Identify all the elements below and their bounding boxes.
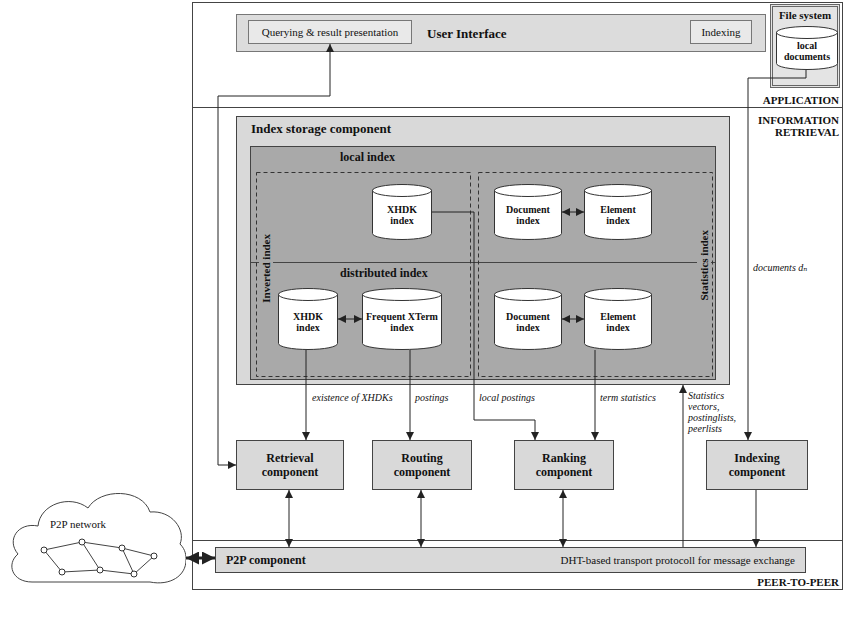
network-cloud: P2P network: [4, 478, 186, 592]
network-peer-dots: [41, 539, 157, 577]
storage-cylinder: Element index: [584, 288, 652, 350]
function-box: Querying & result presentation: [248, 20, 412, 44]
connector-arrow: [683, 385, 684, 547]
storage-cylinder: Document index: [494, 184, 562, 240]
connector-arrow: [562, 319, 584, 320]
cylinder-top: [363, 289, 442, 301]
cylinder-top: [777, 27, 838, 39]
cylinder-body: [363, 294, 442, 350]
component-box: Retrieval component: [236, 440, 344, 490]
connector-arrow: [432, 212, 535, 440]
cloud-outline: [4, 478, 186, 592]
storage-cylinder: XHDK index: [278, 288, 338, 350]
cylinder-top: [495, 289, 562, 301]
label-anchor: documents dₙ: [753, 262, 807, 273]
cylinder-body: [373, 190, 432, 240]
group-label: Inverted index: [259, 232, 273, 305]
connector-arrow: [306, 350, 307, 440]
group-label: Statistics index: [697, 228, 711, 303]
edge-label: existence of XHDKs: [312, 392, 393, 403]
node-label: XHDK index: [282, 311, 334, 333]
label-anchor: Statistics vectors, postinglists, peerli…: [688, 390, 742, 434]
connector-arrow: [562, 212, 584, 213]
connector-arrow: [595, 350, 596, 440]
index-group: distributed indexXHDK index Frequent XTer…: [250, 262, 716, 380]
connector-arrow: [410, 350, 411, 440]
node-label: PEER-TO-PEER: [757, 576, 839, 588]
edge-label: term statistics: [600, 392, 656, 403]
node-label: Document index: [498, 311, 558, 333]
node-label: P2P component: [226, 554, 306, 567]
label-anchor: Statistics index: [697, 228, 711, 303]
edge-label: postings: [415, 392, 448, 403]
cloud-shape: [12, 493, 186, 582]
node-label: User Interface: [427, 26, 507, 41]
dashed-group-outline: [257, 173, 471, 377]
cylinder-top: [495, 185, 562, 197]
storage-cylinder: Frequent XTerm index: [362, 288, 442, 350]
node-label: Element index: [588, 204, 648, 226]
node-caption: DHT-based transport protocoll for messag…: [561, 554, 796, 567]
node-label: INFORMATION RETRIEVAL: [751, 114, 839, 138]
node-label: P2P network: [50, 518, 106, 531]
node-label: Index storage component: [251, 121, 391, 136]
cylinder-body: [585, 294, 652, 349]
connector-arrow: [563, 490, 564, 547]
node-label: Retrieval component: [241, 451, 339, 479]
cylinder-body: [279, 294, 338, 350]
connector-arrow: [338, 319, 362, 320]
node-label: Routing component: [377, 451, 467, 479]
connector-arrow: [421, 490, 422, 547]
component-box: Routing component: [372, 440, 472, 490]
cylinder-top: [373, 185, 432, 197]
edge-label: documents dₙ: [753, 262, 807, 273]
node-label: File system: [779, 9, 831, 22]
layer-band: PEER-TO-PEER P2P component DHT-based trans…: [192, 540, 843, 590]
cylinder-top: [279, 289, 338, 301]
node-label: Document index: [498, 204, 558, 226]
node-label: Frequent XTerm index: [366, 311, 438, 333]
component-box: P2P component DHT-based transport protoco…: [215, 547, 806, 573]
label-anchor: postings: [415, 392, 448, 403]
node-label: Querying & result presentation: [262, 26, 399, 39]
network-graph: [44, 542, 154, 574]
storage-cylinder: Document index: [494, 288, 562, 350]
index-group: local indexXHDK index Document index Eleme…: [250, 146, 716, 263]
node-label: Indexing: [701, 26, 740, 39]
node-label: Element index: [588, 311, 648, 333]
component-box: Index storage component local indexXHDK i…: [236, 116, 730, 385]
storage-cylinder: Element index: [584, 184, 652, 240]
cylinder-body: [495, 294, 562, 349]
cylinder-body: [585, 190, 652, 239]
edge-label: Statistics vectors, postinglists, peerli…: [688, 390, 742, 434]
interface-box: User Interface Querying & result presenta…: [236, 14, 766, 52]
component-box: Ranking component: [514, 440, 614, 490]
label-anchor: Inverted index: [259, 232, 273, 305]
node-label: local index: [340, 150, 395, 164]
storage-cylinder: local documents: [776, 26, 838, 70]
connector-arrow: [756, 490, 757, 547]
storage-cylinder: XHDK index: [372, 184, 432, 240]
connector-arrow: [748, 70, 806, 440]
node-label: XHDK index: [376, 204, 428, 226]
dashed-group-outline: [479, 173, 713, 377]
function-box: Indexing: [690, 20, 752, 44]
layer-band: APPLICATION User Interface Querying & resu…: [192, 2, 843, 108]
file-system-box: File system local documents: [770, 4, 840, 88]
cylinder-top: [585, 185, 652, 197]
node-label: local documents: [780, 40, 834, 62]
node-label: distributed index: [340, 266, 428, 280]
cylinder-body: [495, 190, 562, 239]
edge-label: local postings: [479, 392, 535, 403]
component-box: Indexing component: [706, 440, 808, 490]
node-label: Ranking component: [519, 451, 609, 479]
connector-arrow: [186, 557, 215, 560]
node-label: Indexing component: [711, 451, 803, 479]
label-anchor: term statistics: [600, 392, 656, 403]
cylinder-top: [585, 289, 652, 301]
label-anchor: local postings: [479, 392, 535, 403]
node-label: APPLICATION: [763, 94, 839, 106]
label-anchor: existence of XHDKs: [312, 392, 393, 403]
connector-arrow: [289, 490, 290, 547]
